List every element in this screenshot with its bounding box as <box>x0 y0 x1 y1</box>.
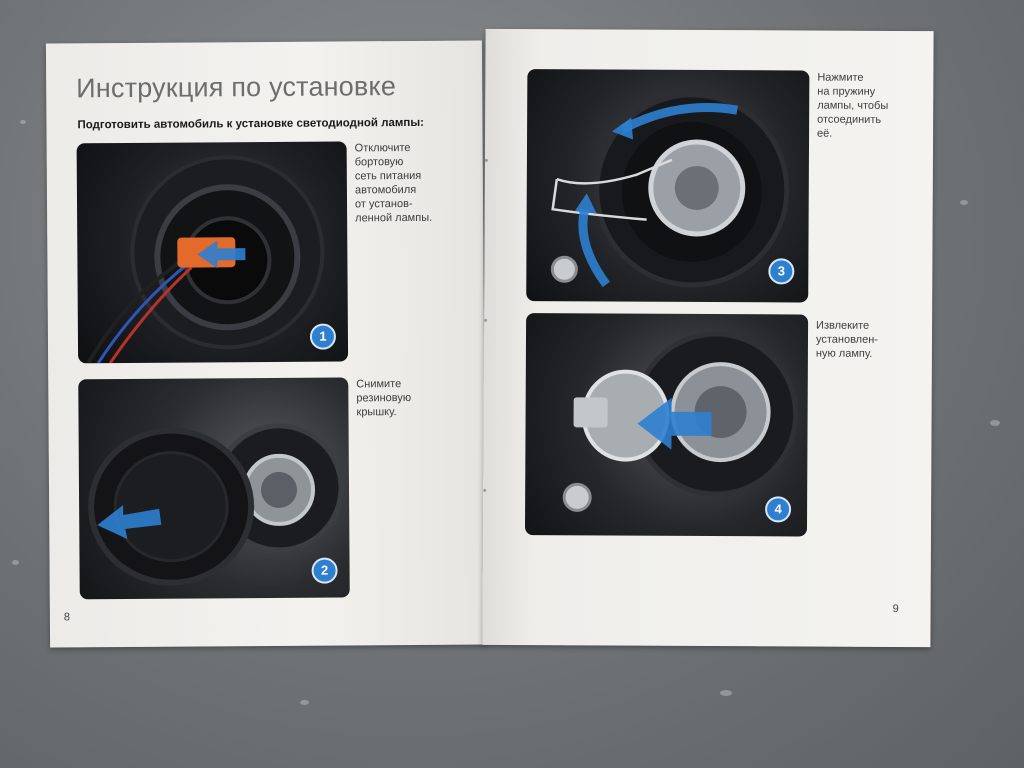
page-subtitle: Подготовить автомобиль к установке свето… <box>77 116 425 132</box>
background-speck <box>720 690 732 696</box>
step-4-badge: 4 <box>765 496 792 523</box>
right-page: 3 Нажмите на пружину лампы, чтобы отсоед… <box>482 28 934 648</box>
binding-stitch <box>484 318 488 322</box>
arrow-left-icon <box>637 397 712 450</box>
arrow-left-icon <box>97 505 162 539</box>
arrow-curved-icon <box>578 208 610 288</box>
step-1-text: Отключите бортовую сеть питания автомоби… <box>354 141 433 225</box>
binding-stitch <box>484 158 488 162</box>
binding-stitch <box>483 488 487 492</box>
step-2-illustration <box>88 423 344 586</box>
step-3-text: Нажмите на пружину лампы, чтобы отсоедин… <box>817 71 889 140</box>
step-2-badge: 2 <box>311 557 338 584</box>
step-4-text: Извлеките установлен- ную лампу. <box>815 319 878 360</box>
page-title: Инструкция по установке <box>76 71 397 104</box>
step-1-badge: 1 <box>309 323 337 350</box>
background-speck <box>20 120 26 124</box>
step-2-text: Снимите резиновую крышку. <box>356 378 412 419</box>
background-speck <box>990 420 1000 426</box>
background-speck <box>12 560 19 565</box>
arrow-curved-icon <box>619 102 738 134</box>
step-1-photo: 1 <box>76 141 349 364</box>
background-speck <box>960 200 968 205</box>
step-4-illustration <box>562 331 799 512</box>
page-number-left: 8 <box>63 611 71 624</box>
arrow-left-icon <box>197 240 246 269</box>
page-number-right: 9 <box>892 602 899 616</box>
background-speck <box>300 700 309 705</box>
step-4-photo: 4 <box>524 313 809 537</box>
step-3-illustration <box>550 92 790 288</box>
left-page: Инструкция по установке Подготовить авто… <box>45 40 487 648</box>
step-3-badge: 3 <box>768 258 795 285</box>
step-3-photo: 3 <box>526 69 810 303</box>
step-1-illustration <box>86 155 325 364</box>
step-2-photo: 2 <box>78 377 350 600</box>
